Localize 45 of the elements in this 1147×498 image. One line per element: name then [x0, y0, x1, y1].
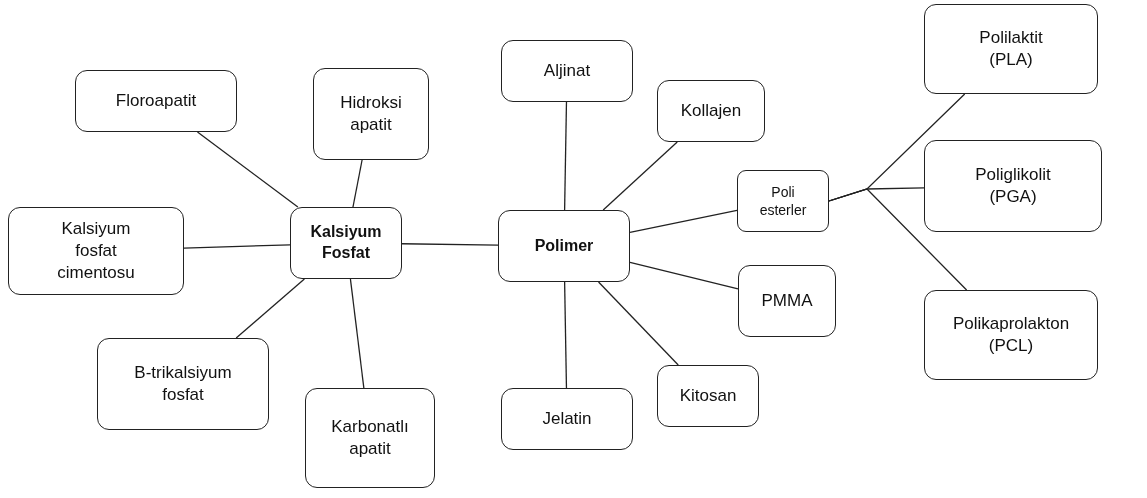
node-box — [924, 290, 1098, 380]
connector-line — [602, 141, 678, 211]
connector-line — [349, 278, 365, 389]
node-box — [501, 40, 633, 102]
node-label: Polilaktit (PLA) — [978, 26, 1044, 71]
node-label: Aljinat — [543, 59, 591, 82]
connector-line — [401, 243, 499, 246]
node-box — [657, 365, 759, 427]
connector-line — [629, 261, 739, 290]
node-label: Polimer — [534, 235, 594, 256]
node-box — [313, 68, 429, 160]
connector-line — [563, 101, 568, 211]
node-box — [924, 140, 1102, 232]
connector-line — [235, 278, 306, 339]
node-box — [498, 210, 630, 282]
connector-line — [183, 244, 291, 249]
node-label: Kalsiyum fosfat cimentosu — [56, 217, 136, 285]
node-box — [75, 70, 237, 132]
node-label: Kitosan — [679, 384, 737, 407]
node-label: PMMA — [761, 289, 813, 312]
node-box — [305, 388, 435, 488]
node-label: Kalsiyum Fosfat — [309, 222, 383, 263]
node-label: Floroapatit — [115, 89, 197, 112]
node-box — [657, 80, 765, 142]
node-box — [737, 170, 829, 232]
connector-line — [597, 281, 679, 366]
connector-line — [563, 281, 568, 389]
node-box — [8, 207, 184, 295]
node-label: Poliglikolit (PGA) — [974, 163, 1052, 208]
node-box — [501, 388, 633, 450]
node-label: Poli esterler — [758, 182, 808, 220]
node-label: Jelatin — [542, 407, 592, 430]
node-label: Karbonatlı apatit — [330, 415, 410, 460]
node-label: Hidroksi apatit — [339, 91, 403, 136]
connector-line — [352, 159, 363, 208]
connector-line — [828, 188, 968, 291]
connector-line — [196, 131, 299, 208]
node-box — [97, 338, 269, 430]
node-label: B-trikalsiyum fosfat — [133, 361, 233, 406]
node-box — [924, 4, 1098, 94]
node-label: Polikaprolakton (PCL) — [951, 312, 1071, 357]
node-label: Kollajen — [680, 99, 742, 122]
connector-line — [629, 209, 738, 234]
node-box — [290, 207, 402, 279]
node-box — [738, 265, 836, 337]
